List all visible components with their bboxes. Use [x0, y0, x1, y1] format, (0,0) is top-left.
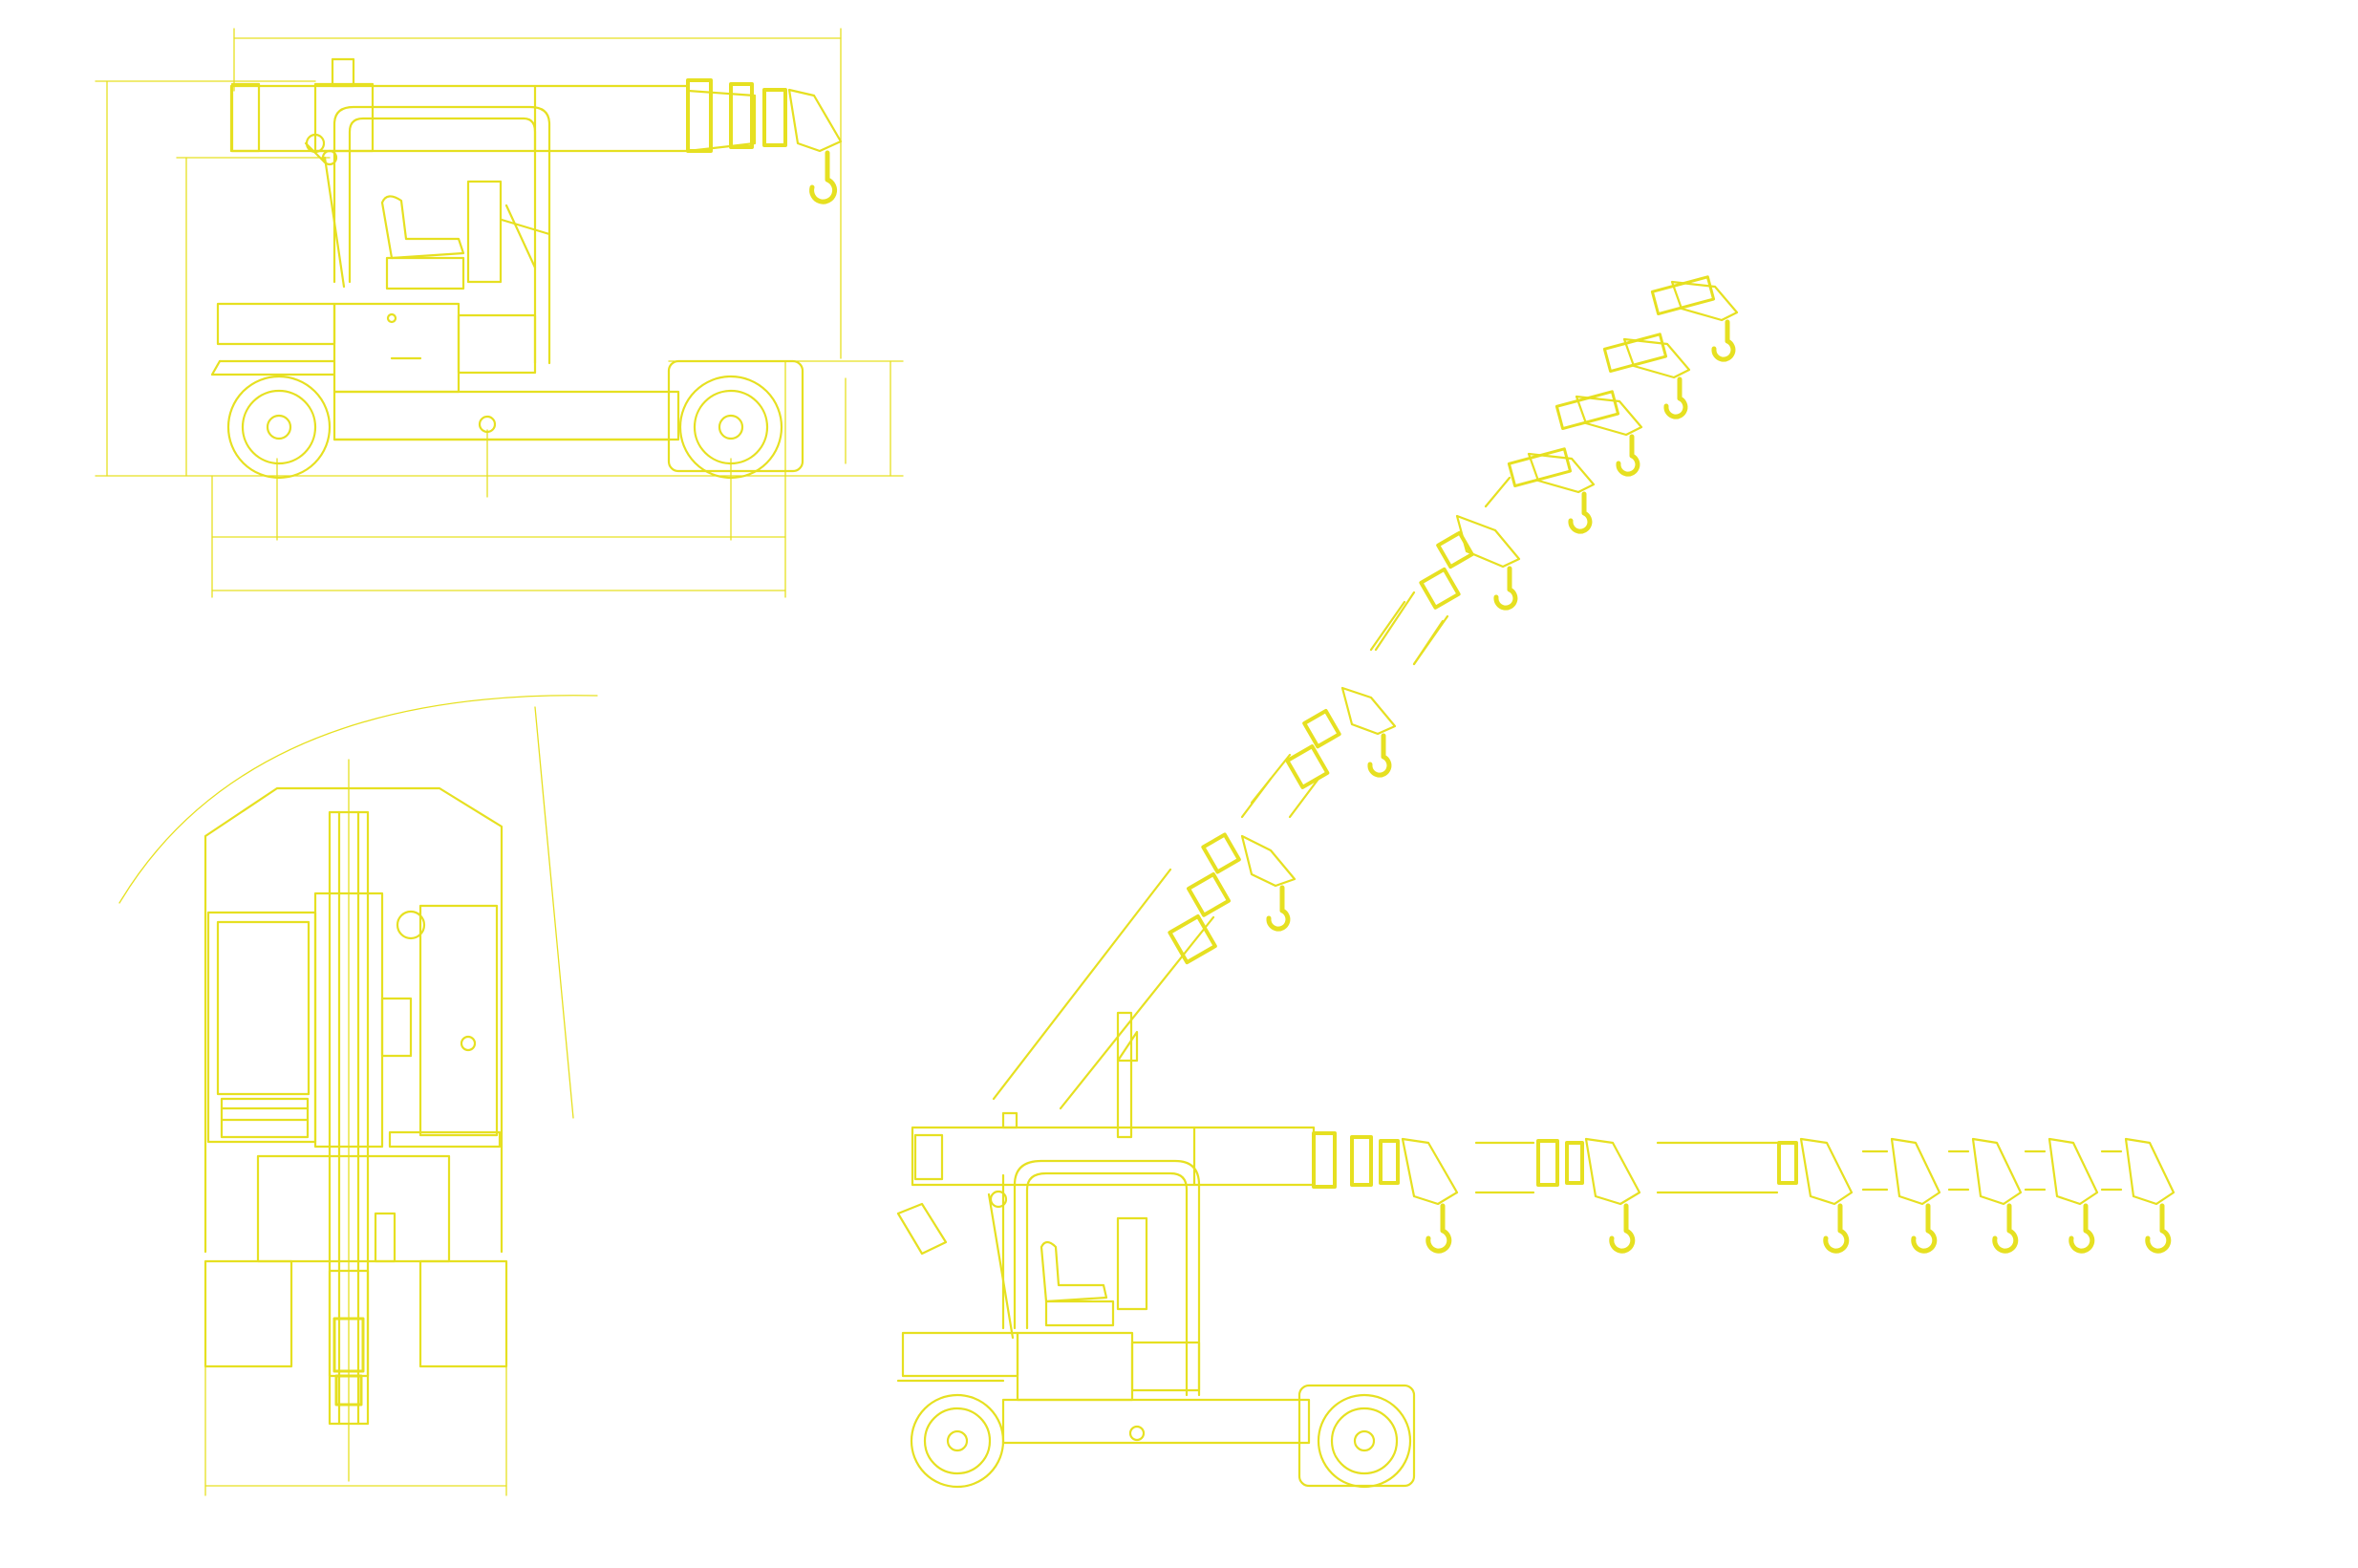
elevated-boom [992, 868, 1215, 1139]
horizontal-boom-head [1312, 1131, 1459, 1254]
side-view-extension-positions [896, 275, 2176, 1489]
boom-head-positions [1168, 275, 1739, 965]
side-view-retracted [95, 28, 904, 598]
side-view-dimensions [95, 28, 904, 598]
top-view [118, 695, 598, 1496]
horizontal-extension-stages [1474, 1137, 2176, 1254]
extension-view-wheels [910, 1393, 1412, 1489]
side-view-wheels [226, 375, 783, 480]
